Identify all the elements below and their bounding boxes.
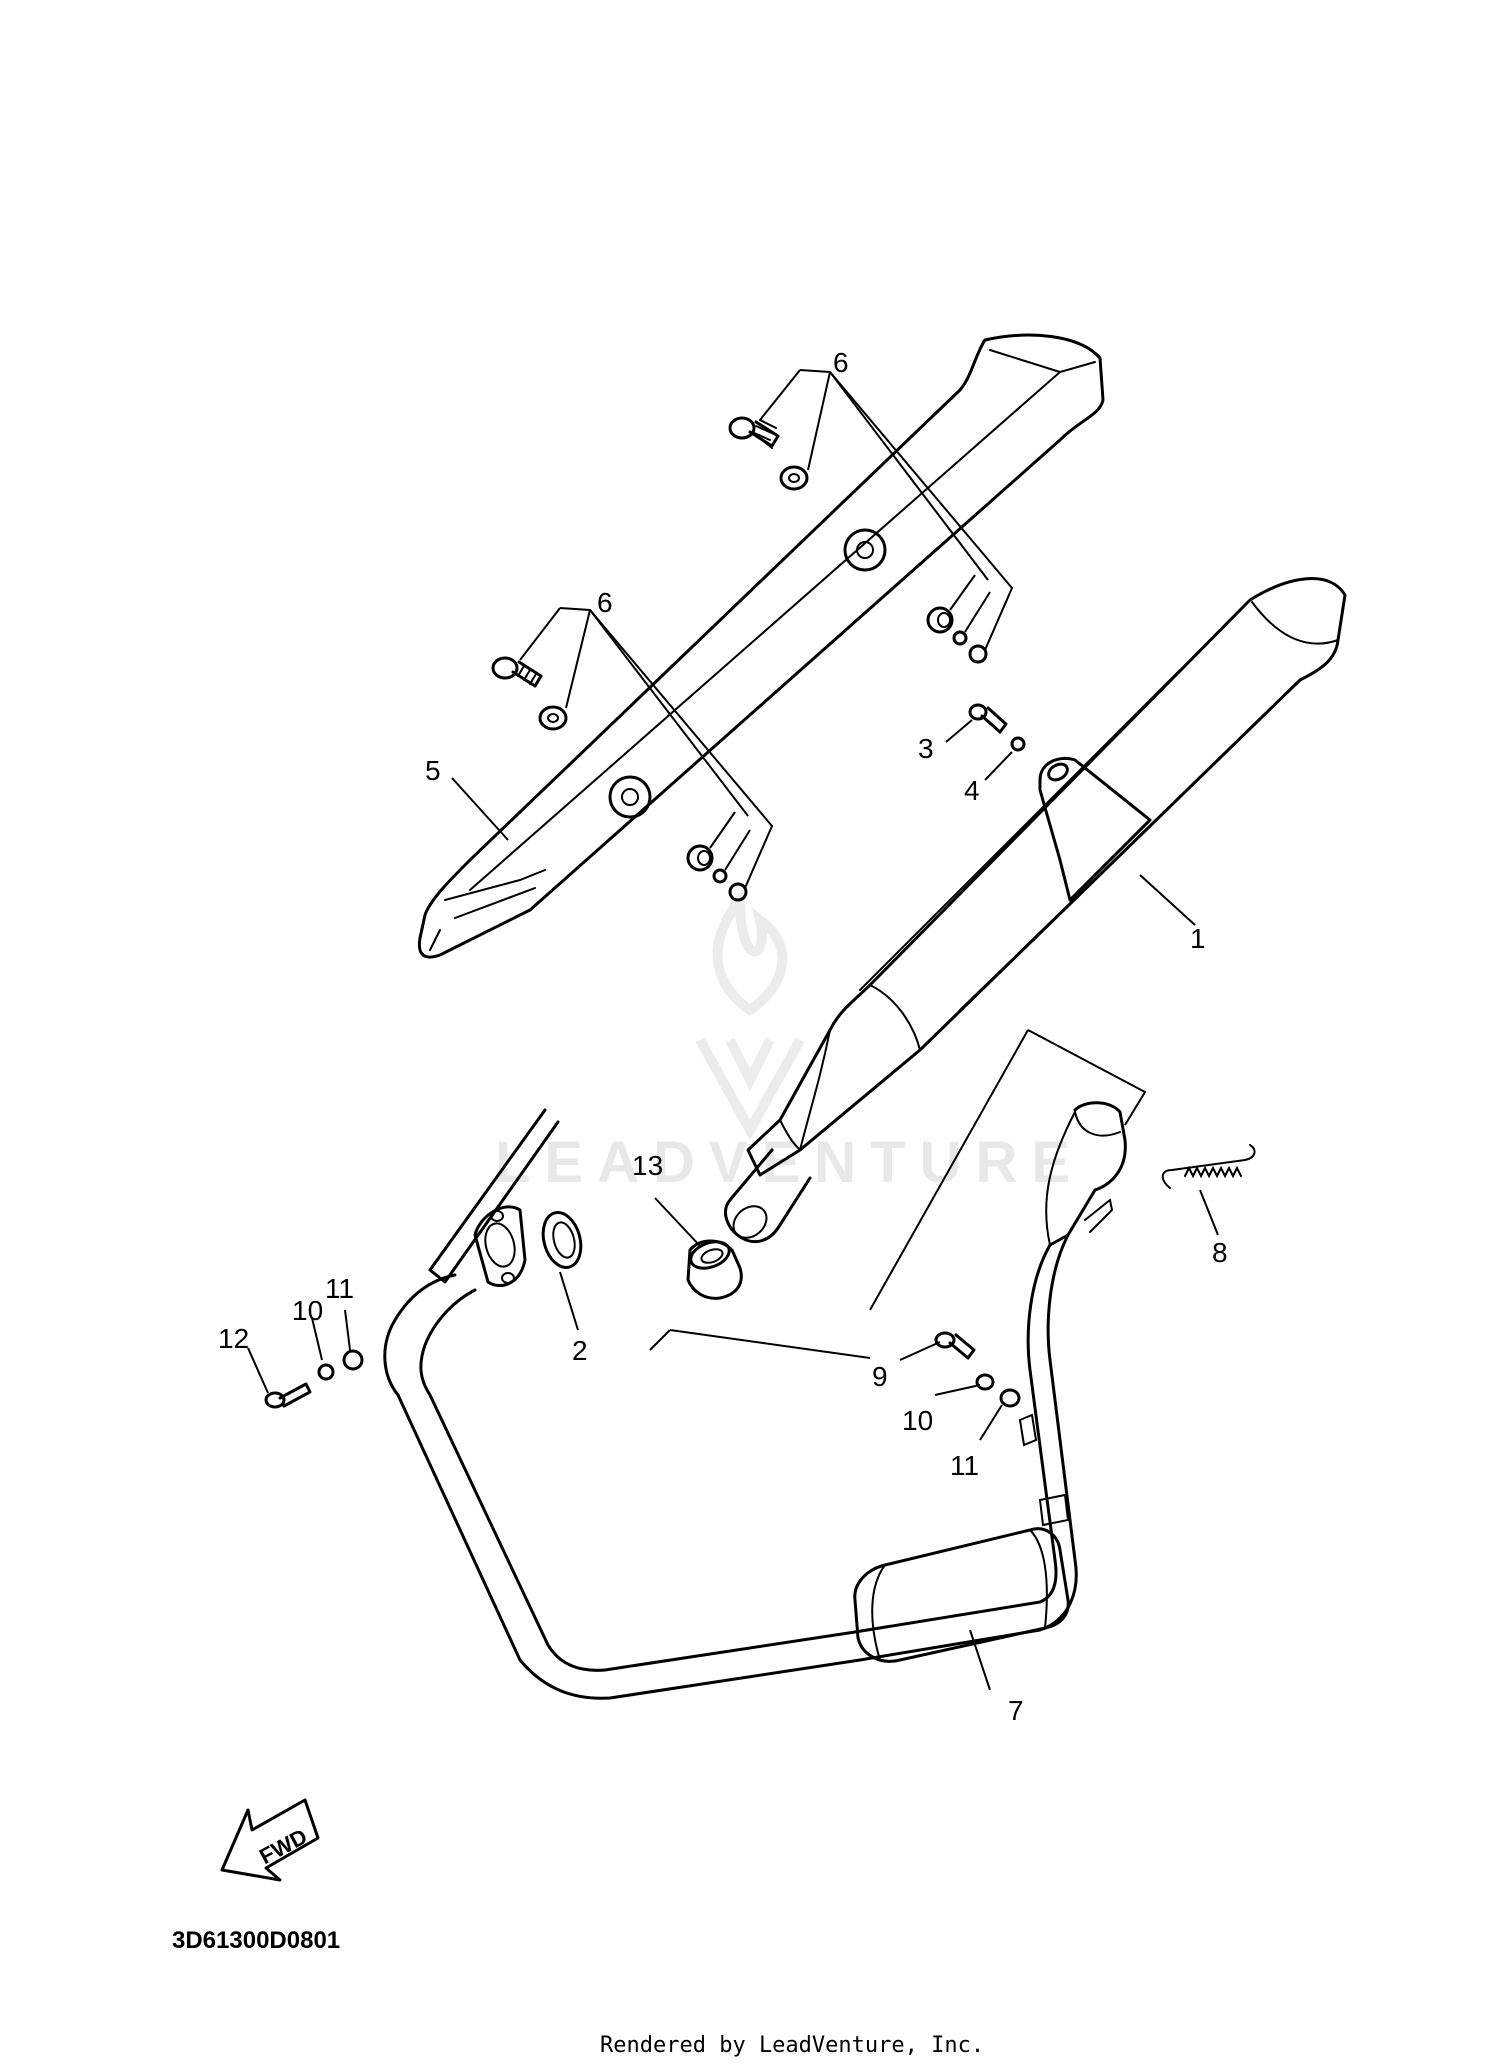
- fwd-label: FWD: [255, 1824, 311, 1870]
- washer-icon: [728, 882, 748, 902]
- callout-4: 4: [964, 775, 980, 806]
- leaders: [247, 719, 1219, 1691]
- callout-12: 12: [218, 1323, 249, 1354]
- pipe-washer-right: [975, 1373, 995, 1391]
- callout-1: 1: [1190, 923, 1206, 954]
- fwd-arrow-icon: FWD: [220, 1798, 320, 1882]
- callout-13: 13: [632, 1150, 663, 1181]
- nut-icon: [712, 868, 728, 884]
- heat-protector: [417, 333, 1105, 959]
- spring-icon: [1161, 1144, 1256, 1189]
- pipe-washer-left: [317, 1363, 335, 1381]
- exhaust-pipe: [383, 1101, 1127, 1700]
- pipe-bolt-right: [934, 1331, 976, 1360]
- callout-8: 8: [1212, 1237, 1228, 1268]
- bolt-icon: [491, 656, 543, 688]
- callout-10-left: 10: [292, 1295, 323, 1326]
- bolt-icon: [728, 416, 780, 449]
- callout-10-right: 10: [902, 1405, 933, 1436]
- washer-icon: [968, 644, 988, 664]
- muffler-bolt: [968, 703, 1008, 734]
- washer-icon: [538, 705, 568, 731]
- render-credit: Rendered by LeadVenture, Inc.: [600, 2033, 984, 2058]
- exhaust-gasket: [541, 1211, 583, 1269]
- callout-6-lower: 6: [597, 587, 613, 618]
- muffler-gasket: [686, 1239, 743, 1300]
- callout-11-right: 11: [950, 1450, 979, 1481]
- watermark-text: LEADVENTURE: [495, 1130, 1084, 1195]
- diagram-code: 3D61300D0801: [172, 1927, 340, 1954]
- fastener-set-lower: [491, 607, 774, 902]
- callout-7: 7: [1008, 1695, 1024, 1726]
- exhaust-flange: [428, 1108, 560, 1287]
- collar-icon: [686, 844, 714, 872]
- watermark-logo-icon: [695, 885, 805, 1141]
- callout-11-left: 11: [325, 1273, 354, 1304]
- nut-icon: [952, 630, 968, 646]
- callout-labels: 1 2 3 4 5 6 6 7 8 9 10 10 11 11 12 13: [218, 347, 1228, 1726]
- muffler: [724, 577, 1347, 1244]
- pipe-bolt-left: [264, 1382, 312, 1409]
- pipe-nut-right: [999, 1388, 1021, 1408]
- callout-9: 9: [872, 1361, 888, 1392]
- assembly-outline: [649, 1029, 1147, 1359]
- callout-6-upper: 6: [833, 347, 849, 378]
- watermark: LEADVENTURE: [495, 885, 1084, 1195]
- washer-icon: [779, 465, 809, 491]
- callout-2: 2: [572, 1335, 588, 1366]
- collar-icon: [926, 606, 954, 634]
- muffler-washer: [1010, 736, 1026, 752]
- callout-3: 3: [918, 733, 934, 764]
- callout-5: 5: [425, 755, 441, 786]
- fastener-set-upper: [728, 369, 1014, 664]
- pipe-nut-left: [342, 1349, 364, 1371]
